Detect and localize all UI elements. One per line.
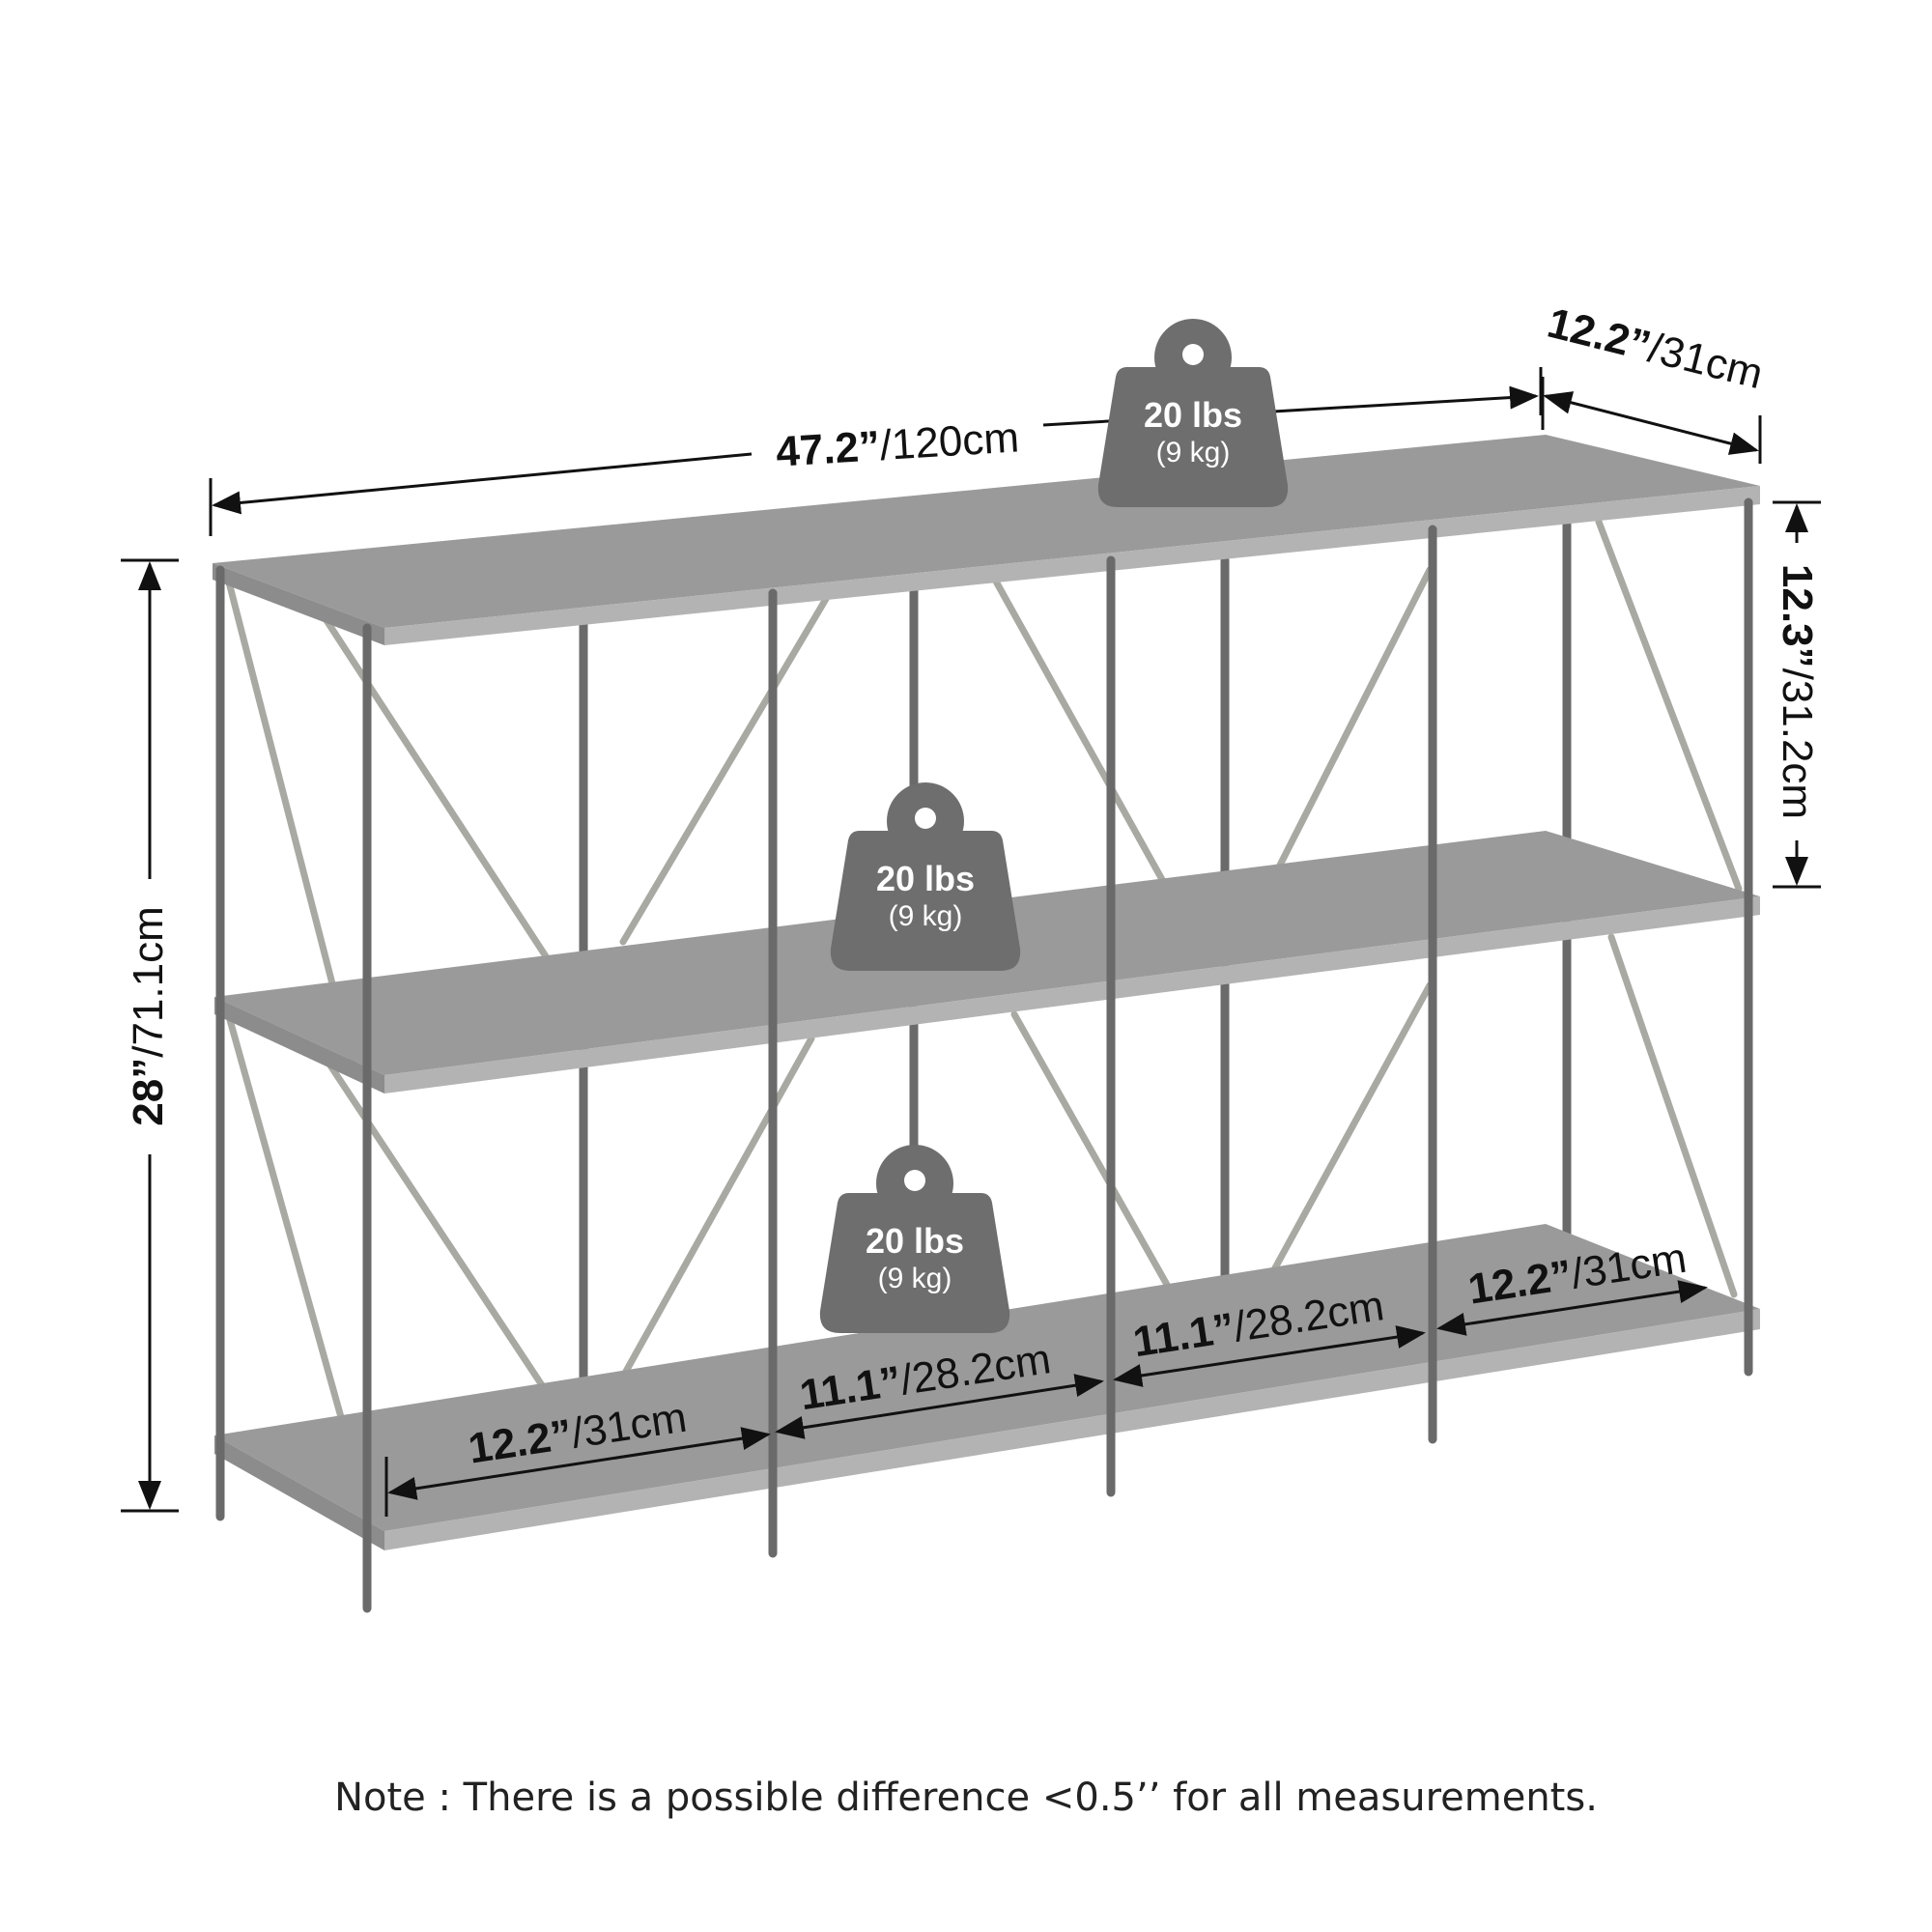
brace (1595, 518, 1743, 893)
depth-label-bold: 12.2” (1543, 299, 1655, 371)
compartment-dimension-line (387, 1427, 771, 1500)
width-dimension-line (212, 452, 753, 515)
cross-braces (223, 518, 1743, 1463)
compartment-dimension-line (775, 1374, 1104, 1439)
brace (1257, 981, 1434, 1298)
depth-label: 12.2”/31cm (1543, 299, 1768, 399)
brace (325, 1059, 550, 1395)
weight-badge-middle: 20 lbs (9 kg) (830, 782, 1021, 971)
shelf-gap-label-unit: /31.2cm (1774, 668, 1821, 820)
weight-bottom-main: 20 lbs (866, 1221, 964, 1261)
compartment-dimension-line (1436, 1280, 1708, 1336)
brace (315, 605, 550, 960)
front-posts (215, 497, 1753, 1613)
brace (619, 595, 830, 946)
weight-top-sub: (9 kg) (1156, 437, 1231, 469)
width-label: 47.2”/120cm (775, 413, 1020, 475)
weight-icon (830, 782, 1021, 971)
depth-dimension-line (1543, 391, 1759, 455)
depth-label-unit: /31cm (1644, 325, 1768, 399)
top-shelf (213, 435, 1760, 645)
measurement-note: Note : There is a possible difference <0… (334, 1776, 1598, 1820)
height-label-unit: /71.1cm (125, 906, 172, 1058)
height-label-bold: 28” (125, 1058, 172, 1126)
weight-icon (819, 1145, 1010, 1333)
brace (619, 1035, 815, 1380)
brace (991, 576, 1187, 922)
brace (1257, 566, 1434, 907)
weight-badge-top: 20 lbs (9 kg) (1097, 319, 1289, 507)
dimension-lines (121, 367, 1821, 1517)
width-label-bold: 47.2” (775, 422, 881, 475)
weight-top-main: 20 lbs (1144, 395, 1242, 435)
width-label-unit: /120cm (878, 413, 1020, 469)
compartment-dimension-line (1113, 1325, 1426, 1387)
brace (1607, 933, 1738, 1298)
height-label: 28”/71.1cm (125, 906, 172, 1125)
weight-icon (1097, 319, 1289, 507)
weight-middle-main: 20 lbs (876, 859, 975, 898)
weight-middle-sub: (9 kg) (889, 900, 963, 932)
brace (223, 571, 356, 1066)
shelf-gap-label-bold: 12.3” (1774, 564, 1821, 668)
brace (223, 1006, 356, 1463)
brace (1010, 1010, 1187, 1318)
shelf-gap-label: 12.3”/31.2cm (1774, 564, 1821, 819)
weight-badge-bottom: 20 lbs (9 kg) (819, 1145, 1010, 1333)
weight-bottom-sub: (9 kg) (878, 1263, 952, 1294)
